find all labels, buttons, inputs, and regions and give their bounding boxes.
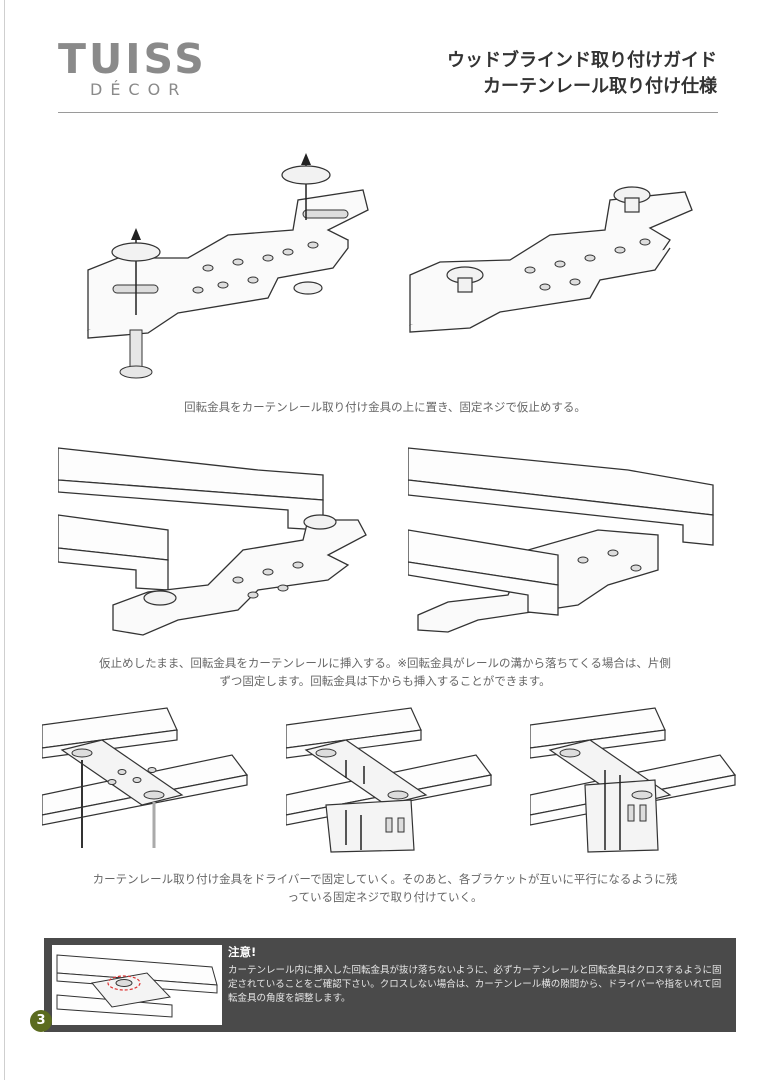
- notice-title: 注意!: [228, 945, 257, 959]
- title-line-2: カーテンレール取り付け仕様: [483, 76, 717, 97]
- caption-step-1: 回転金具をカーテンレール取り付け金具の上に置き、固定ネジで仮止めする。: [184, 400, 586, 414]
- brand-sub: DÉCOR: [90, 80, 188, 99]
- notice-box: 注意! カーテンレール内に挿入した回転金具が抜け落ちないように、必ずカーテンレー…: [44, 938, 736, 1032]
- figure-bracket-exploded: [78, 140, 378, 390]
- page-edge: [4, 0, 5, 1080]
- figure-bracket-final: [530, 700, 740, 855]
- caption-step-3-line-2: っている固定ネジで取り付けていく。: [287, 890, 483, 904]
- notice-illustration: [52, 945, 222, 1025]
- caption-step-3: カーテンレール取り付け金具をドライバーで固定していく。そのあと、各ブラケットが互…: [40, 870, 730, 906]
- title-line-1: ウッドブラインド取り付けガイド: [447, 50, 717, 71]
- figure-screwdriver-fix: [42, 700, 252, 850]
- caption-step-2-line-2: ずつ固定します。回転金具は下からも挿入することができます。: [219, 674, 551, 688]
- brand-name: TUISS: [58, 35, 207, 83]
- figure-bracket-assembled: [400, 170, 700, 340]
- page-title: ウッドブラインド取り付けガイド カーテンレール取り付け仕様: [447, 48, 717, 100]
- header-divider: [58, 112, 718, 113]
- brand-logo: TUISS DÉCOR: [58, 38, 228, 100]
- caption-step-3-line-1: カーテンレール取り付け金具をドライバーで固定していく。そのあと、各ブラケットが互…: [92, 872, 678, 886]
- page-number-badge: 3: [30, 1010, 52, 1032]
- caption-step-2-line-1: 仮止めしたまま、回転金具をカーテンレールに挿入する。※回転金具がレールの溝から落…: [99, 656, 671, 670]
- caption-step-2: 仮止めしたまま、回転金具をカーテンレールに挿入する。※回転金具がレールの溝から落…: [40, 654, 730, 690]
- notice-body: カーテンレール内に挿入した回転金具が抜け落ちないように、必ずカーテンレールと回転…: [228, 965, 722, 1004]
- figure-rail-insert-left: [58, 440, 378, 640]
- figure-bracket-mount: [286, 700, 496, 855]
- figure-rail-insert-right: [408, 440, 718, 640]
